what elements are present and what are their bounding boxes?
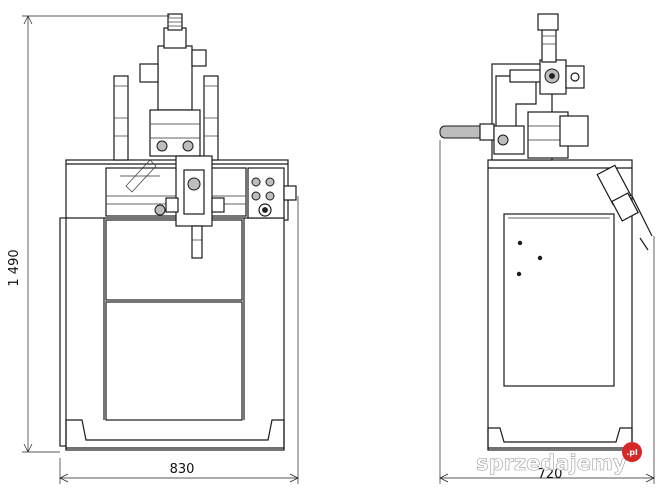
watermark: sprzedajemy .pl xyxy=(476,442,642,475)
height-dimension-label: 1 490 xyxy=(7,249,22,286)
side-handle xyxy=(439,125,485,139)
watermark-badge-text: .pl xyxy=(626,448,638,457)
dimension-front-width xyxy=(59,196,299,484)
side-view xyxy=(439,13,653,451)
dimension-side-width xyxy=(439,140,655,484)
front-width-dimension-label: 830 xyxy=(170,462,195,477)
front-lower-door xyxy=(105,301,243,421)
watermark-text: sprzedajemy xyxy=(476,451,627,475)
dimension-height xyxy=(22,15,170,453)
side-door-panel xyxy=(503,213,615,387)
watermark-badge xyxy=(622,442,642,462)
front-upper-door xyxy=(105,219,243,301)
side-width-dimension-label: 720 xyxy=(538,467,563,482)
front-view xyxy=(59,13,297,451)
front-central-head xyxy=(157,45,193,111)
